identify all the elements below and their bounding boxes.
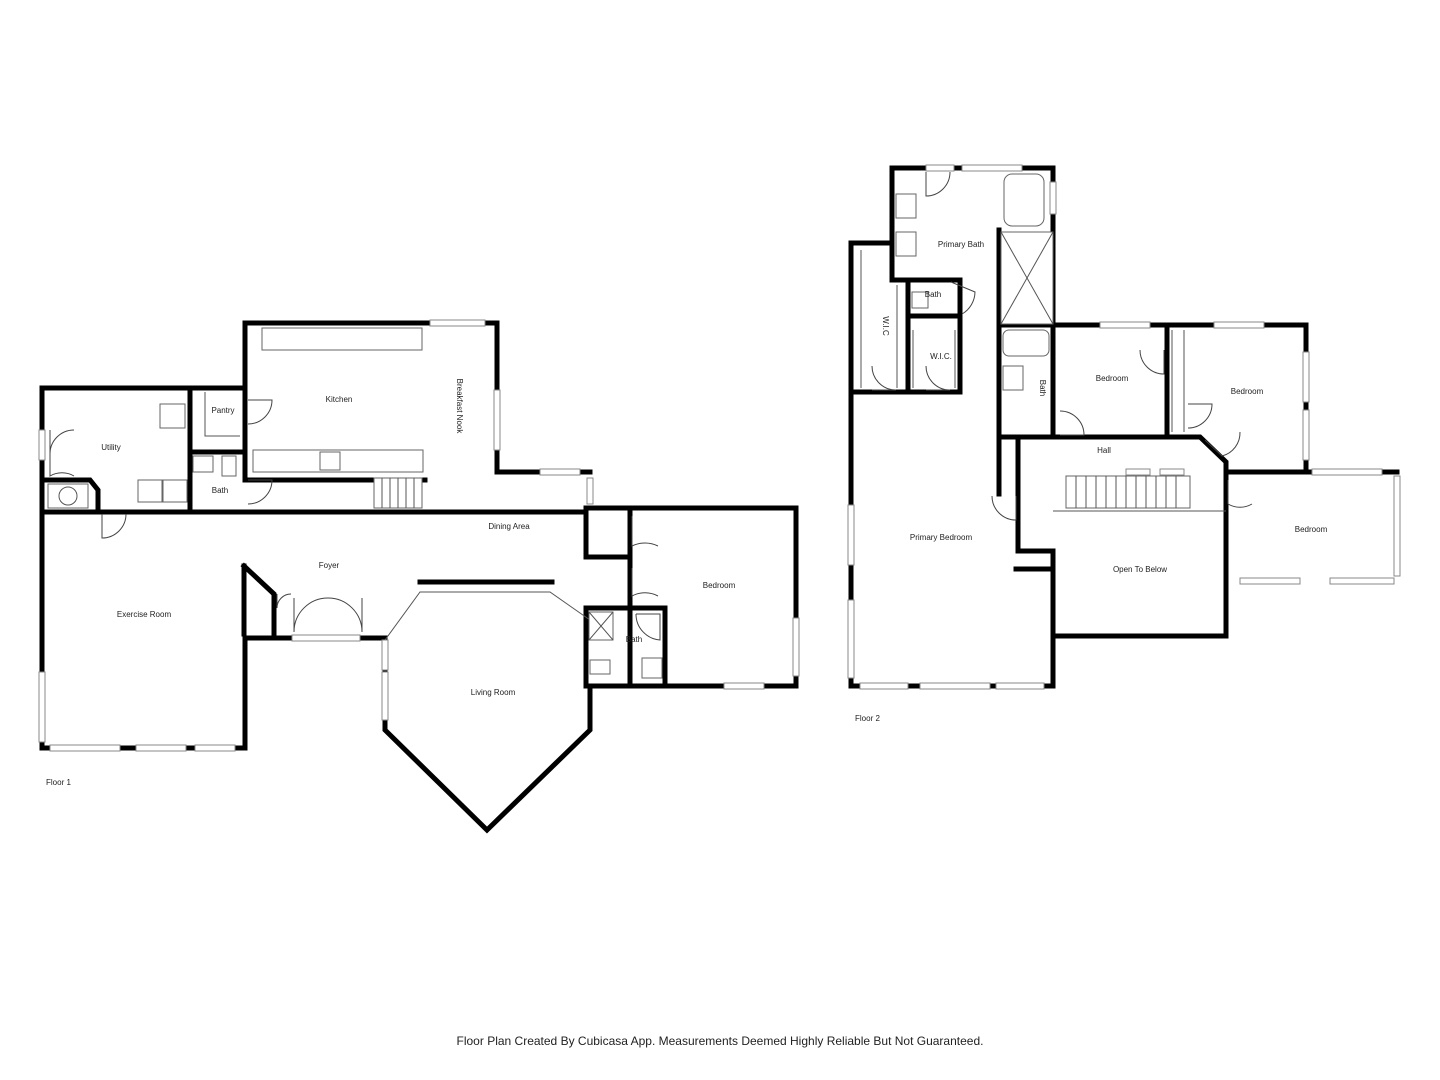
room-label-bedroom-2: Bedroom (1231, 387, 1264, 396)
floor-2-labels: Primary Bath Bath W.I.C W.I.C. Bath Bedr… (855, 240, 1328, 723)
floor-1-doors (49, 399, 661, 641)
floor-2-plan: Primary Bath Bath W.I.C W.I.C. Bath Bedr… (847, 164, 1401, 723)
room-label-dining-area: Dining Area (488, 522, 530, 531)
room-label-primary-bedroom: Primary Bedroom (910, 533, 973, 542)
room-label-living-room: Living Room (471, 688, 516, 697)
floor-1-labels: Utility Pantry Kitchen Breakfast Nook Ba… (46, 379, 736, 787)
floor-1-windows (38, 319, 800, 752)
floor-1-plan: Utility Pantry Kitchen Breakfast Nook Ba… (38, 319, 800, 834)
room-label-exercise-room: Exercise Room (117, 610, 172, 619)
floor-2-walls (848, 165, 1400, 689)
room-label-bath-small: Bath (212, 486, 228, 495)
floor-1-interior-lines (47, 327, 663, 679)
floor-2-doors (871, 171, 1253, 521)
room-label-bedroom: Bedroom (703, 581, 736, 590)
room-label-bath-small: Bath (925, 290, 941, 299)
floor-1-walls (39, 320, 799, 834)
room-label-wic-1: W.I.C (881, 316, 890, 336)
floor-1-label: Floor 1 (46, 778, 71, 787)
room-label-utility: Utility (101, 443, 121, 452)
room-label-bath-side: Bath (1038, 380, 1047, 396)
room-label-kitchen: Kitchen (326, 395, 353, 404)
room-label-wic-2: W.I.C. (930, 352, 952, 361)
room-label-open-to-below: Open To Below (1113, 565, 1167, 574)
room-label-bedroom-3: Bedroom (1295, 525, 1328, 534)
floor-2-windows (847, 164, 1401, 690)
floor-2-label: Floor 2 (855, 714, 880, 723)
room-label-foyer: Foyer (319, 561, 340, 570)
footer-disclaimer: Floor Plan Created By Cubicasa App. Meas… (456, 1034, 984, 1048)
floor-2-interior-lines (860, 173, 1226, 512)
room-label-bath-bedroom: Bath (626, 635, 642, 644)
room-label-primary-bath: Primary Bath (938, 240, 984, 249)
room-label-breakfast-nook: Breakfast Nook (455, 379, 464, 435)
room-label-hall: Hall (1097, 446, 1111, 455)
room-label-bedroom-1: Bedroom (1096, 374, 1129, 383)
room-label-pantry: Pantry (211, 406, 234, 415)
